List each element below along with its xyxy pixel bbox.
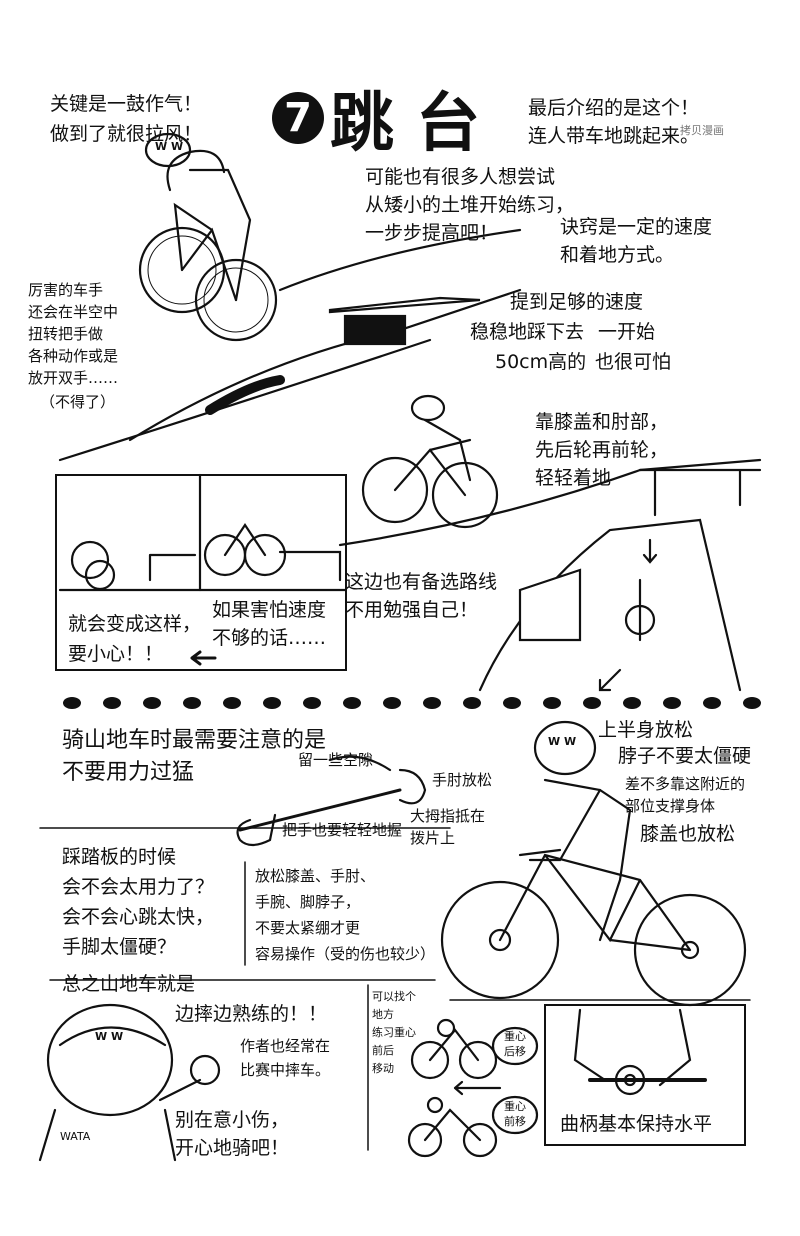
cheer-1: 别在意小伤， — [175, 1109, 290, 1131]
crank-caption: 曲柄基本保持水平 — [560, 1113, 713, 1135]
pedal-q-2: 会不会太用力了？ — [62, 876, 215, 898]
landing-line-3: 轻轻着地 — [535, 467, 612, 489]
landing-line-2: 先后轮再前轮， — [535, 439, 669, 461]
try-line-3: 一步步提高吧！ — [365, 222, 499, 244]
pro-line-3: 扭转把手做 — [28, 325, 104, 343]
cog-front-sketch — [407, 1096, 498, 1158]
slow-sketch — [203, 523, 342, 582]
relax-4: 容易操作（受的伤也较少） — [255, 945, 436, 963]
left-quote-2: 做到了就很拉风！ — [50, 123, 203, 145]
speed-text: 提到足够的速度 — [510, 291, 644, 313]
watermark: 拷贝漫画 — [680, 124, 724, 137]
cog-text-3: 练习重心 — [372, 1026, 416, 1039]
grip-elbow: 手肘放松 — [432, 771, 493, 789]
try-line-1: 可能也有很多人想尝试 — [365, 166, 556, 188]
author-illustration — [38, 1003, 221, 1162]
pedal-q-1: 踩踏板的时候 — [62, 846, 177, 868]
posture-2: 脖子不要太僵硬 — [618, 745, 752, 767]
posture-3: 差不多靠这附近的 — [625, 775, 746, 793]
relax-1: 放松膝盖、手肘、 — [255, 867, 376, 885]
posture-4: 部位支撑身体 — [625, 797, 716, 815]
attention-line-2: 不要用力过猛 — [62, 760, 195, 785]
left-quote-1: 关键是一鼓作气！ — [50, 93, 203, 115]
landing-rider-illustration — [338, 394, 762, 547]
posture-5: 膝盖也放松 — [640, 823, 736, 845]
helmet-mark-author: W W — [95, 1030, 124, 1043]
height-text: 50cm高的 — [495, 351, 587, 373]
cog-text-1: 可以找个 — [372, 990, 416, 1003]
pedal-q-4: 手脚太僵硬？ — [62, 936, 177, 958]
cheer-2: 开心地骑吧！ — [175, 1137, 290, 1159]
relax-3: 不要太紧绷才更 — [255, 919, 361, 937]
helmet-mark-big: W W — [548, 735, 577, 748]
pedal-q-3: 会不会心跳太快， — [62, 906, 215, 928]
try-line-2: 从矮小的土堆开始练习， — [365, 194, 575, 216]
posture-1: 上半身放松 — [598, 719, 694, 741]
alt-route-1: 这边也有备选路线 — [345, 571, 498, 593]
grip-gap: 留一些空隙 — [298, 751, 374, 769]
tip-line-1: 诀窍是一定的速度 — [560, 216, 713, 238]
author-note-1: 作者也经常在 — [240, 1037, 331, 1055]
conclusion: 总之山地车就是 — [62, 973, 196, 995]
shirt-text: WATA — [60, 1130, 91, 1143]
dotted-divider — [63, 697, 761, 709]
relax-2: 手腕、脚脖子， — [255, 893, 361, 911]
big-rider-illustration — [440, 720, 751, 1007]
grip-handle: 把手也要轻轻地握 — [282, 821, 403, 839]
alt-route-2: 不用勉强自己！ — [345, 599, 479, 621]
fall-sketch — [70, 540, 197, 591]
landing-line-1: 靠膝盖和肘部， — [535, 411, 669, 433]
fall-caption-2: 要小心！！ — [68, 643, 164, 665]
tip-line-2: 和着地方式。 — [560, 244, 675, 266]
cog-text-4: 前后 — [372, 1044, 394, 1057]
attention-line-1: 骑山地车时最需要注意的是 — [62, 728, 327, 753]
slow-caption-2: 不够的话…… — [212, 627, 327, 649]
crank-illustration — [573, 1008, 707, 1096]
fall-caption-1: 就会变成这样， — [68, 613, 202, 635]
step-text: 稳稳地踩下去 — [470, 321, 585, 343]
cog-front-2: 前移 — [504, 1115, 526, 1128]
helmet-mark: W W — [155, 140, 184, 153]
cog-text-5: 移动 — [372, 1062, 394, 1075]
cog-back-1: 重心 — [504, 1030, 526, 1043]
scary-line-2: 也很可怕 — [595, 351, 672, 373]
pro-line-2: 还会在半空中 — [28, 303, 119, 321]
grip-thumb-2: 拨片上 — [410, 829, 456, 847]
chapter-number: 7 — [272, 92, 324, 144]
intro-line-2: 连人带车地跳起来。 — [528, 125, 700, 147]
author-note-2: 比赛中摔车。 — [240, 1061, 331, 1079]
intro-line-1: 最后介绍的是这个！ — [528, 97, 700, 119]
conclusion-2: 边摔边熟练的！！ — [175, 1003, 328, 1025]
cog-back-sketch — [410, 1018, 498, 1080]
pro-line-6: （不得了） — [40, 393, 116, 411]
pro-line-4: 各种动作或是 — [28, 347, 119, 365]
grip-illustration — [236, 755, 427, 847]
grip-thumb-1: 大拇指抵在 — [410, 807, 486, 825]
pro-line-1: 厉害的车手 — [28, 281, 104, 299]
jumping-rider-illustration — [138, 132, 278, 342]
cog-back-2: 后移 — [504, 1045, 526, 1058]
slow-caption-1: 如果害怕速度 — [212, 599, 327, 621]
scary-line-1: 一开始 — [598, 321, 656, 343]
pro-line-5: 放开双手…… — [28, 369, 119, 387]
jump-ramp-illustration — [58, 228, 522, 462]
cog-text-2: 地方 — [372, 1008, 394, 1021]
chapter-title: 跳台 — [330, 87, 502, 161]
cog-front-1: 重心 — [504, 1100, 526, 1113]
